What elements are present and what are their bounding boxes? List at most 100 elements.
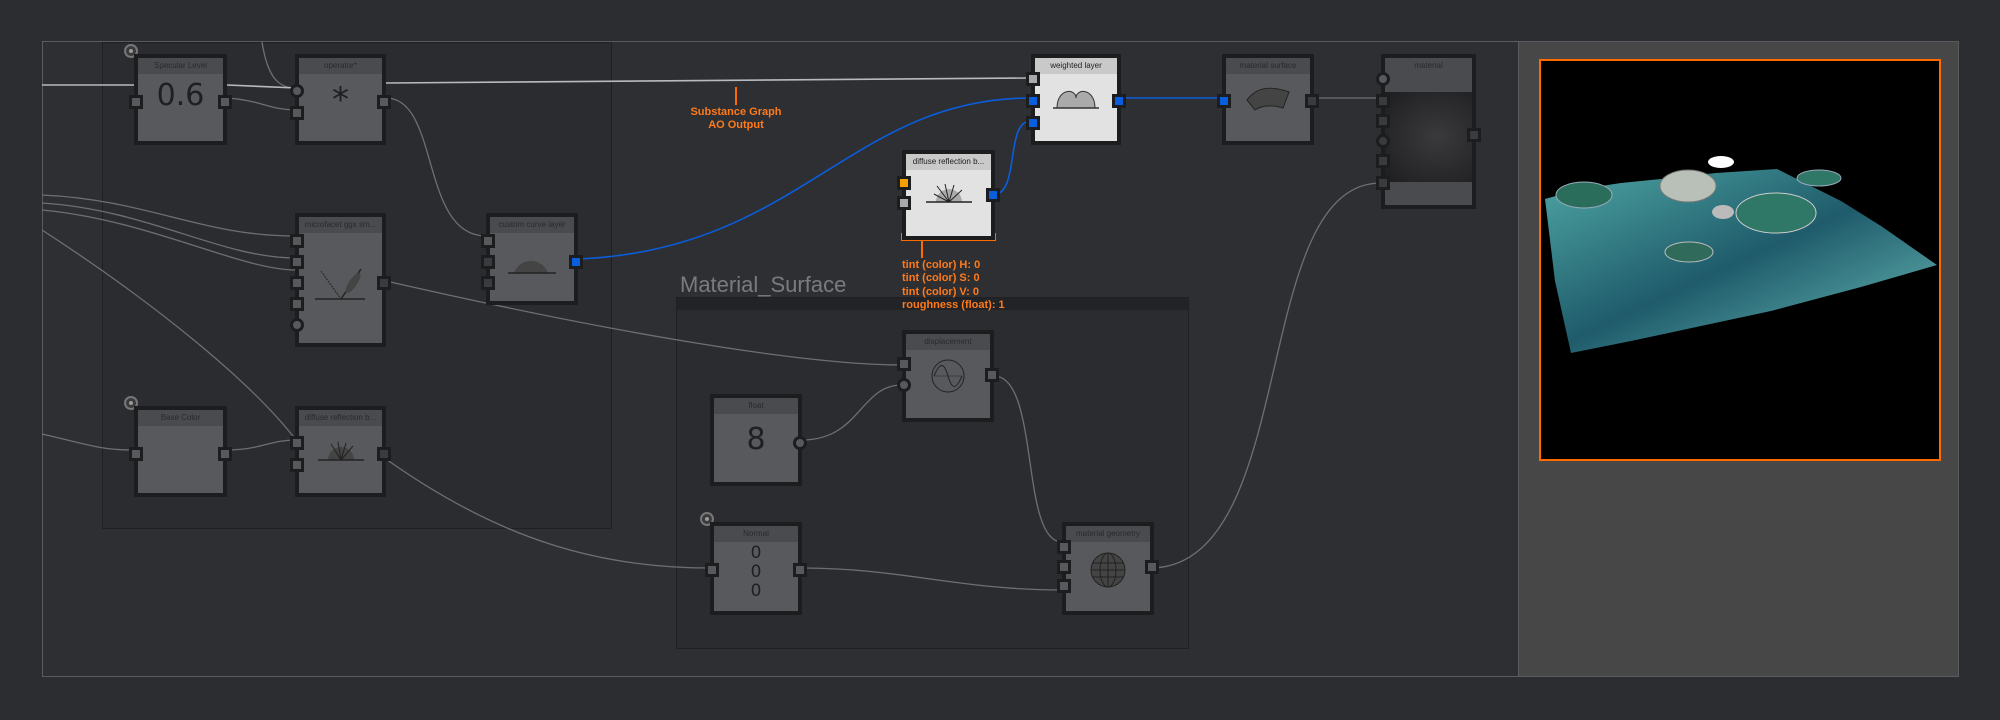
annotation-line: AO Output bbox=[708, 119, 764, 131]
input-port[interactable] bbox=[129, 95, 143, 109]
output-port[interactable] bbox=[986, 188, 1000, 202]
param-tint-s: tint (color) S: 0 bbox=[902, 272, 980, 285]
node-material-geometry[interactable]: material geometry bbox=[1057, 522, 1159, 615]
input-port[interactable] bbox=[290, 234, 304, 248]
input-port[interactable] bbox=[1376, 114, 1390, 128]
output-port[interactable] bbox=[793, 436, 807, 450]
input-port[interactable] bbox=[290, 276, 304, 290]
node-diffuse-reflection[interactable]: diffuse reflection b... bbox=[290, 406, 391, 497]
input-port[interactable] bbox=[290, 318, 304, 332]
input-port[interactable] bbox=[1026, 72, 1040, 86]
value-y: 0 bbox=[750, 562, 762, 582]
output-port[interactable] bbox=[218, 447, 232, 461]
value-z: 0 bbox=[750, 581, 762, 601]
published-icon bbox=[124, 44, 138, 58]
weighted-layer-icon bbox=[1053, 90, 1099, 109]
node-diffuse-reflection-selected[interactable]: diffuse reflection b... bbox=[897, 150, 1000, 240]
specular-reflection-icon bbox=[314, 268, 365, 300]
output-port[interactable] bbox=[1467, 128, 1481, 142]
output-port[interactable] bbox=[793, 563, 807, 577]
parameter-list: tint (color) H: 0 tint (color) S: 0 tint… bbox=[902, 259, 1005, 312]
node-operator[interactable]: operator* * bbox=[290, 54, 391, 145]
node-custom-curve-layer[interactable]: custom curve layer bbox=[481, 213, 583, 305]
value-x: 0 bbox=[750, 543, 762, 563]
group-title: Material_Surface bbox=[680, 272, 847, 297]
input-port[interactable] bbox=[290, 84, 304, 98]
node-title: float bbox=[714, 398, 798, 414]
node-values: 0 0 0 bbox=[714, 544, 798, 601]
input-port[interactable] bbox=[290, 297, 304, 311]
input-port[interactable] bbox=[290, 458, 304, 472]
node-float[interactable]: float 8 bbox=[710, 394, 807, 486]
input-port[interactable] bbox=[481, 234, 495, 248]
surface-icon bbox=[1246, 87, 1290, 111]
node-title: diffuse reflection b... bbox=[906, 154, 991, 170]
node-title: Normal bbox=[714, 526, 798, 542]
node-microfacet-ggx[interactable]: microfacet ggx sm... bbox=[290, 213, 391, 347]
node-title: diffuse reflection b... bbox=[299, 410, 382, 426]
material-thumbnail bbox=[1385, 92, 1472, 182]
node-title: Specular Level bbox=[138, 58, 223, 74]
input-port[interactable] bbox=[897, 357, 911, 371]
node-value: 0.6 bbox=[156, 78, 205, 113]
input-port[interactable] bbox=[290, 436, 304, 450]
input-port[interactable] bbox=[897, 176, 911, 190]
node-value: 8 bbox=[746, 422, 766, 457]
multiply-icon: * bbox=[332, 80, 349, 120]
input-port[interactable] bbox=[1026, 94, 1040, 108]
node-material[interactable]: material bbox=[1376, 54, 1481, 209]
input-port[interactable] bbox=[897, 196, 911, 210]
output-port[interactable] bbox=[569, 255, 583, 269]
input-port[interactable] bbox=[1057, 540, 1071, 554]
node-title: weighted layer bbox=[1035, 58, 1117, 74]
param-tint-v: tint (color) V: 0 bbox=[902, 285, 979, 298]
input-port[interactable] bbox=[129, 447, 143, 461]
input-port[interactable] bbox=[481, 255, 495, 269]
node-specular-level[interactable]: Specular Level 0.6 bbox=[129, 54, 232, 145]
input-port[interactable] bbox=[481, 276, 495, 290]
output-port[interactable] bbox=[985, 368, 999, 382]
input-port[interactable] bbox=[1057, 579, 1071, 593]
node-weighted-layer[interactable]: weighted layer bbox=[1026, 54, 1126, 145]
output-port[interactable] bbox=[1145, 560, 1159, 574]
input-port[interactable] bbox=[1376, 154, 1390, 168]
node-title: material bbox=[1385, 58, 1472, 74]
node-normal[interactable]: Normal 0 0 0 bbox=[705, 522, 807, 615]
node-title: custom curve layer bbox=[490, 217, 574, 233]
param-tint-h: tint (color) H: 0 bbox=[902, 259, 981, 271]
input-port[interactable] bbox=[1026, 116, 1040, 130]
node-displacement[interactable]: displacement bbox=[897, 330, 999, 422]
diffuse-reflection-icon bbox=[317, 441, 364, 461]
input-port[interactable] bbox=[1217, 94, 1231, 108]
output-port[interactable] bbox=[377, 447, 391, 461]
param-roughness: roughness (float): 1 bbox=[902, 298, 1005, 311]
output-port[interactable] bbox=[1112, 94, 1126, 108]
diffuse-reflection-icon bbox=[925, 183, 972, 203]
terrain-render bbox=[1545, 156, 1937, 353]
input-port[interactable] bbox=[1376, 72, 1390, 86]
curve-layer-icon bbox=[508, 260, 556, 274]
node-material-surface[interactable]: material surface bbox=[1217, 54, 1319, 145]
input-port[interactable] bbox=[705, 563, 719, 577]
output-port[interactable] bbox=[377, 276, 391, 290]
node-title: Base Color bbox=[138, 410, 223, 426]
input-port[interactable] bbox=[1376, 176, 1390, 190]
input-port[interactable] bbox=[897, 378, 911, 392]
input-port[interactable] bbox=[1376, 134, 1390, 148]
node-title: material surface bbox=[1226, 58, 1310, 74]
3d-preview-viewport[interactable] bbox=[1539, 59, 1941, 461]
output-annotation: Substance Graph AO Output bbox=[676, 106, 796, 132]
node-base-color[interactable]: Base Color bbox=[129, 406, 232, 497]
node-title: microfacet ggx sm... bbox=[299, 217, 382, 233]
input-port[interactable] bbox=[1057, 560, 1071, 574]
input-port[interactable] bbox=[1376, 94, 1390, 108]
input-port[interactable] bbox=[290, 255, 304, 269]
node-title: operator* bbox=[299, 58, 382, 74]
output-port[interactable] bbox=[377, 95, 391, 109]
node-title: displacement bbox=[906, 334, 990, 350]
globe-icon bbox=[1090, 552, 1126, 588]
output-port[interactable] bbox=[1305, 94, 1319, 108]
output-port[interactable] bbox=[218, 95, 232, 109]
input-port[interactable] bbox=[290, 106, 304, 120]
